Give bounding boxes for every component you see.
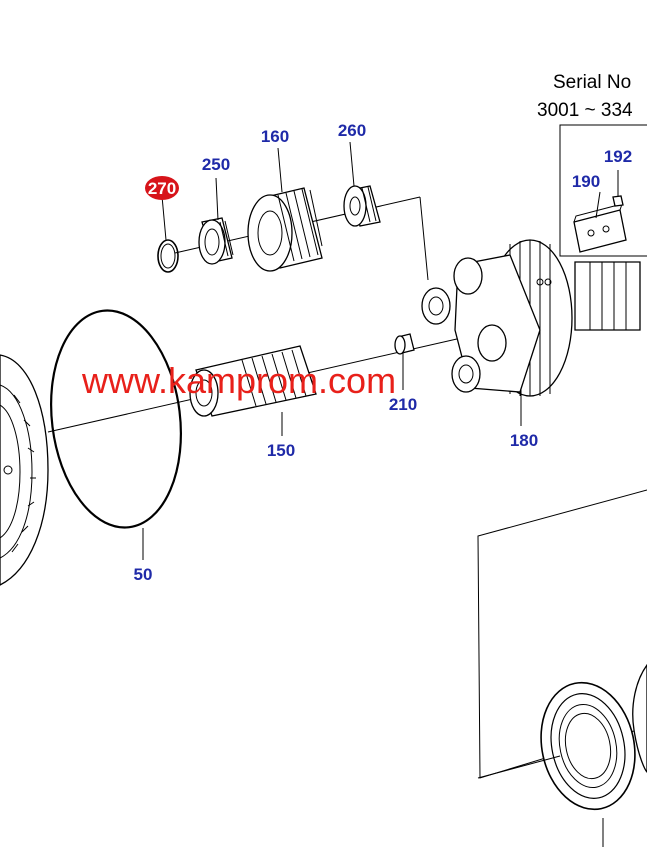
serial-range: 3001 ~ 334 bbox=[537, 100, 633, 121]
callout-160[interactable]: 160 bbox=[261, 127, 289, 146]
oil-seal bbox=[540, 681, 636, 811]
gear-160 bbox=[247, 187, 323, 272]
shaft-150 bbox=[189, 345, 317, 417]
leader-270 bbox=[161, 195, 167, 241]
pin-210 bbox=[394, 333, 415, 355]
serial-label: Serial No bbox=[553, 72, 631, 93]
callout-270-badge bbox=[145, 176, 179, 200]
watermark-text: www.kamprom.com bbox=[81, 360, 396, 401]
callout-50[interactable]: 50 bbox=[134, 565, 153, 584]
callout-270[interactable]: 270 bbox=[148, 179, 176, 198]
snap-ring-270 bbox=[157, 239, 179, 273]
upper-axis-drop bbox=[419, 196, 429, 281]
plate-190 bbox=[573, 203, 627, 253]
housing-right-edge bbox=[632, 663, 647, 773]
leader-190 bbox=[595, 191, 601, 219]
callout-260[interactable]: 260 bbox=[338, 121, 366, 140]
gear-260 bbox=[343, 185, 381, 227]
bolt-192 bbox=[612, 195, 624, 207]
housing-left bbox=[0, 354, 49, 586]
seal-axis bbox=[477, 755, 561, 779]
callout-150[interactable]: 150 bbox=[267, 441, 295, 460]
o-ring-50 bbox=[50, 309, 182, 529]
leader-250 bbox=[215, 177, 219, 221]
planet-carrier-180 bbox=[421, 239, 641, 397]
callout-192[interactable]: 192 bbox=[604, 147, 632, 166]
bearing-250 bbox=[198, 217, 234, 265]
callout-190[interactable]: 190 bbox=[572, 172, 600, 191]
leader-160 bbox=[277, 147, 283, 193]
callout-210[interactable]: 210 bbox=[389, 395, 417, 414]
callout-250[interactable]: 250 bbox=[202, 155, 230, 174]
callout-180[interactable]: 180 bbox=[510, 431, 538, 450]
leader-260 bbox=[349, 141, 355, 187]
serial-box bbox=[559, 124, 647, 257]
